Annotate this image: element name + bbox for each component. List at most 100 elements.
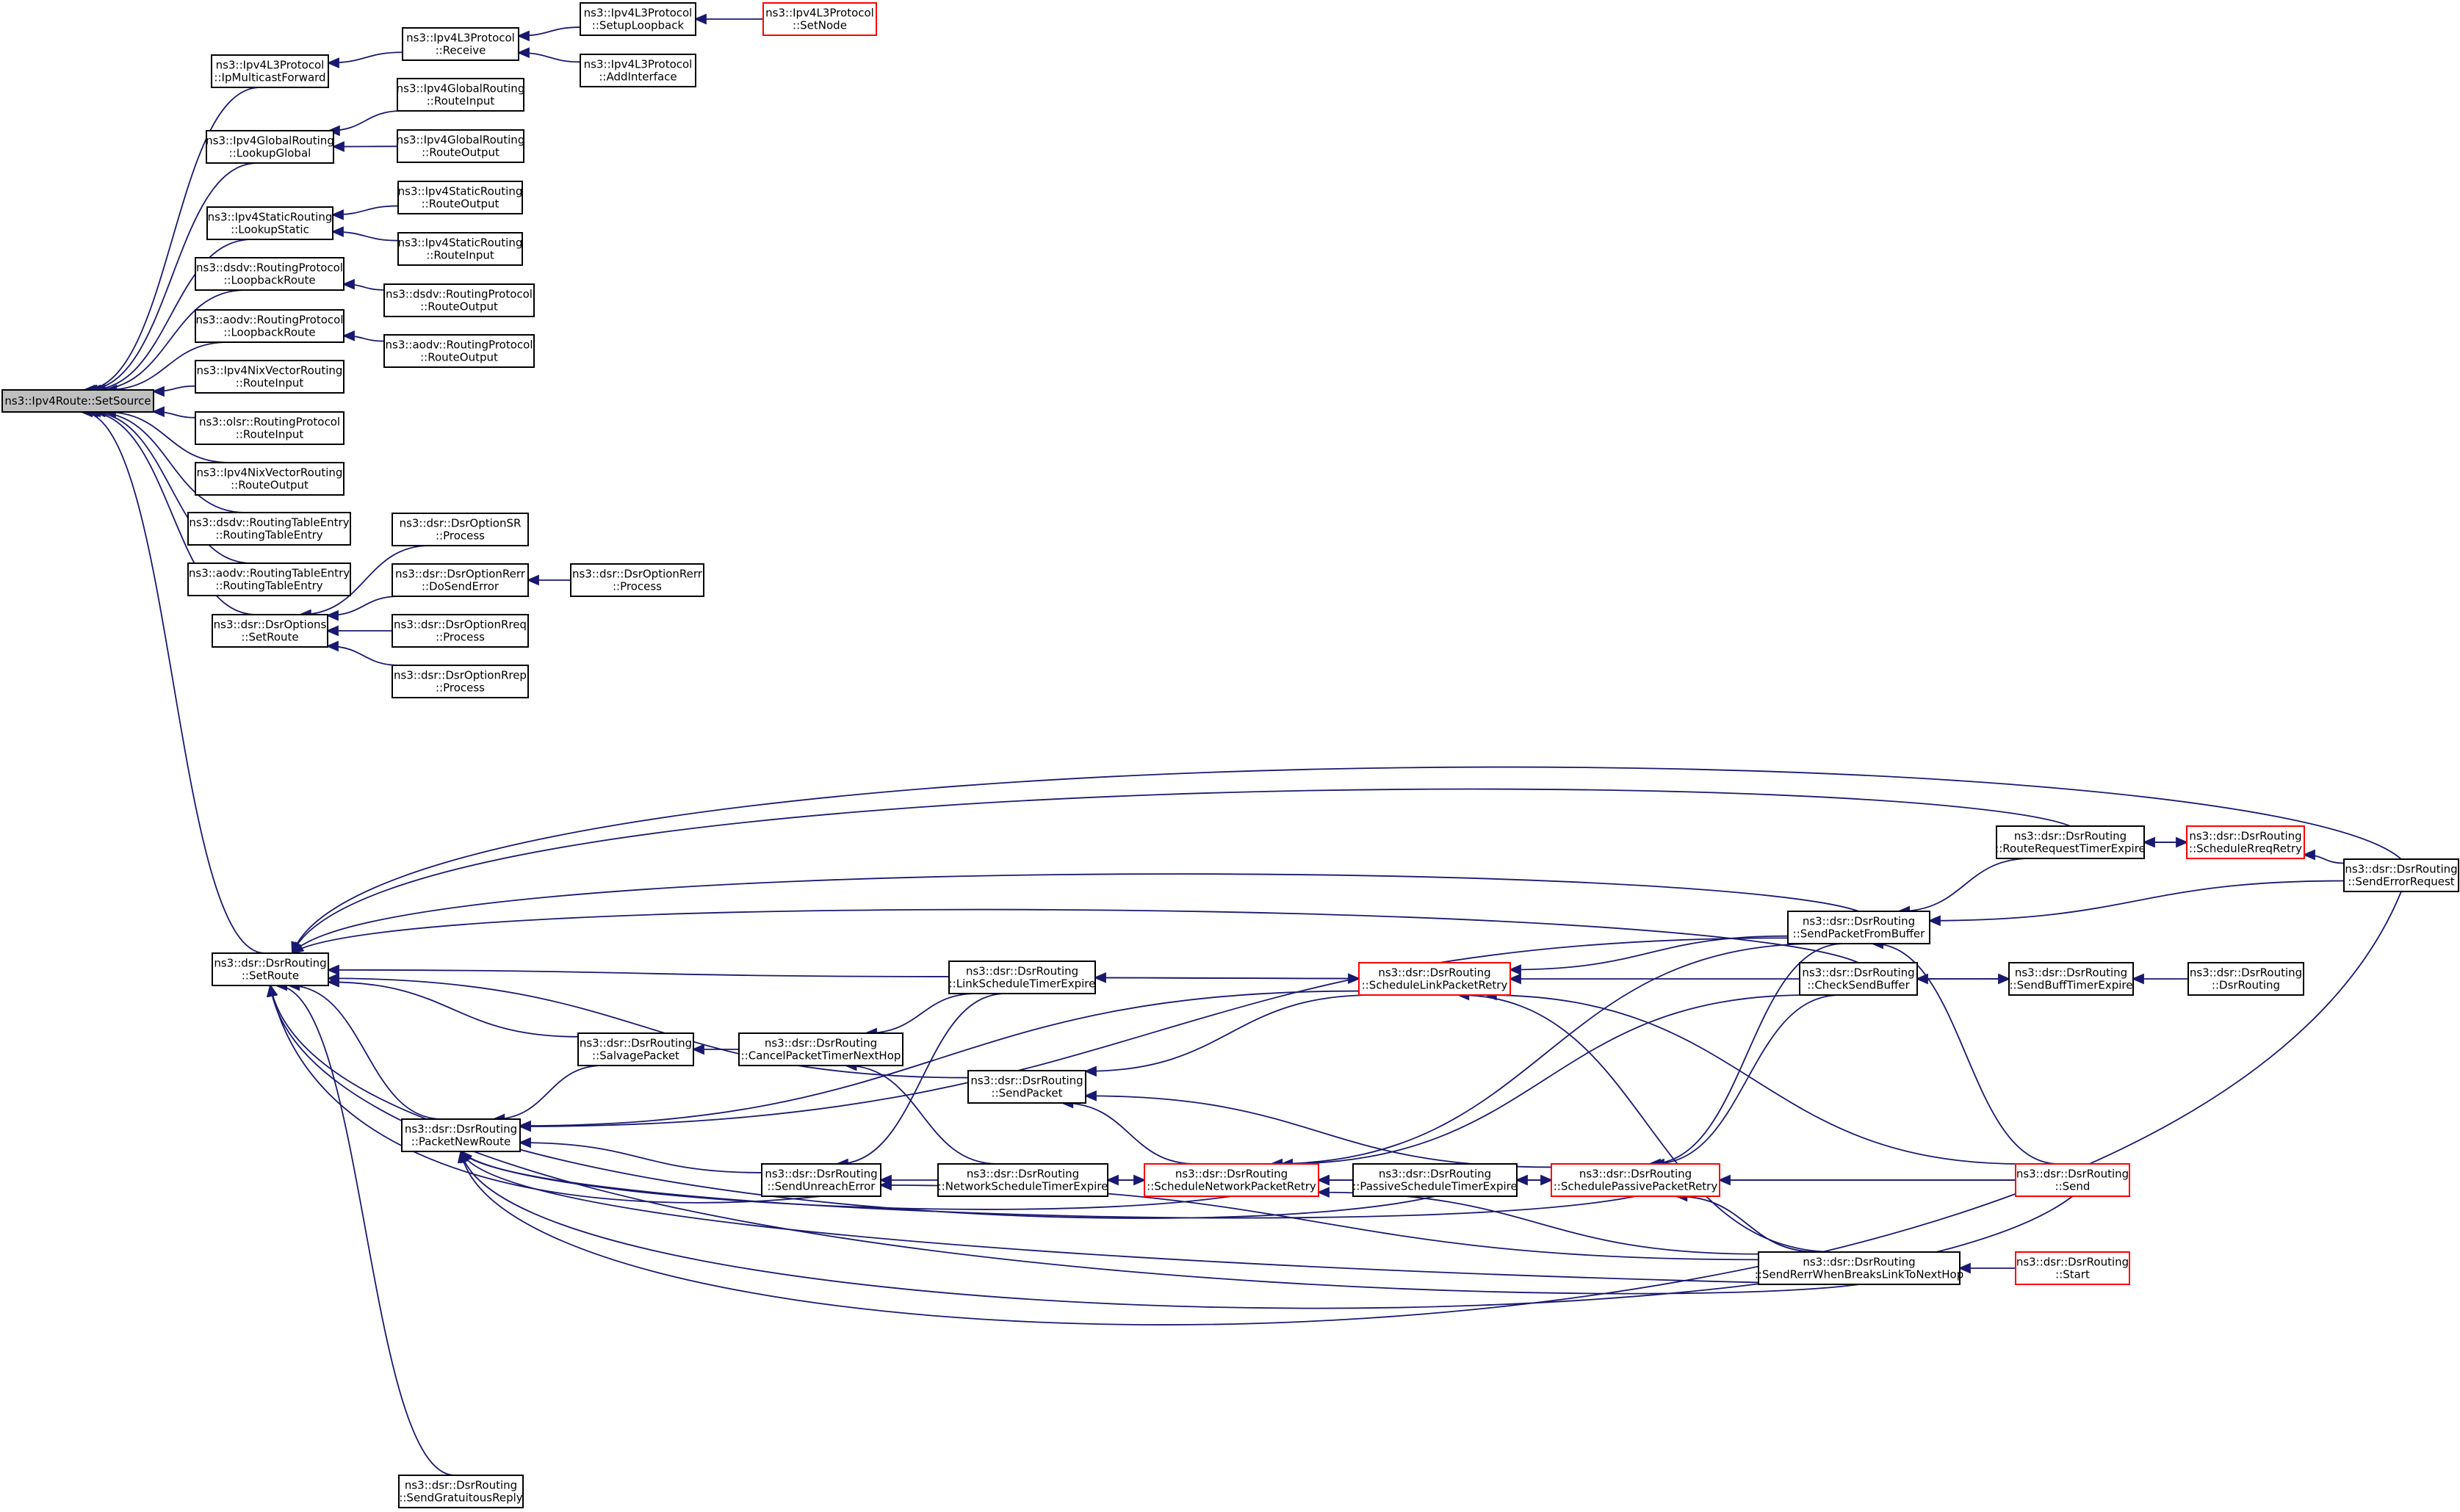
arrowhead-icon	[2131, 973, 2144, 985]
node-label-line: ns3::dsr::DsrRouting	[1379, 1168, 1491, 1181]
node-CancelPacketTimerNextHop[interactable]: ns3::dsr::DsrRouting::CancelPacketTimerN…	[738, 1032, 903, 1066]
node-box	[392, 614, 529, 648]
node-GlobalRouteOutput[interactable]: ns3::Ipv4GlobalRouting::RouteOutput	[397, 129, 525, 163]
node-OptRreqProcess[interactable]: ns3::dsr::DsrOptionRreq::Process	[392, 614, 529, 648]
node-label-line: ::PacketNewRoute	[411, 1135, 511, 1149]
node-label-line: ns3::Ipv4L3Protocol	[216, 59, 325, 72]
node-PassiveScheduleTimerExpire[interactable]: ns3::dsr::DsrRouting::PassiveScheduleTim…	[1352, 1163, 1518, 1197]
edge-Send-to-SchedulePassivePacketRetry	[1717, 1174, 2016, 1186]
node-NixRouteInput[interactable]: ns3::Ipv4NixVectorRouting::RouteInput	[195, 360, 345, 394]
node-AddInterface[interactable]: ns3::Ipv4L3Protocol::AddInterface	[580, 54, 696, 87]
node-SendPacketFromBuffer[interactable]: ns3::dsr::DsrRouting::SendPacketFromBuff…	[1787, 911, 1930, 944]
node-StaticRouteOutput[interactable]: ns3::Ipv4StaticRouting::RouteOutput	[397, 181, 523, 214]
node-OptSRProcess[interactable]: ns3::dsr::DsrOptionSR::Process	[392, 513, 529, 546]
node-DsrOptionsSetRoute[interactable]: ns3::dsr::DsrOptions::SetRoute	[212, 614, 328, 648]
node-OlsrRouteInput[interactable]: ns3::olsr::RoutingProtocol::RouteInput	[195, 411, 345, 445]
node-label-line: ns3::dsr::DsrRouting	[2016, 1168, 2129, 1181]
edge-line	[1872, 943, 2059, 1165]
node-OptRerrProcess[interactable]: ns3::dsr::DsrOptionRerr::Process	[570, 563, 704, 597]
node-DsdvRouteOutput[interactable]: ns3::dsdv::RoutingProtocol::RouteOutput	[383, 283, 535, 317]
node-SendUnreachError[interactable]: ns3::dsr::DsrRouting::SendUnreachError	[761, 1163, 881, 1197]
edge-line	[1458, 994, 1836, 1253]
node-ScheduleLinkPacketRetry[interactable]: ns3::dsr::DsrRouting::ScheduleLinkPacket…	[1358, 962, 1511, 996]
node-label-line: ns3::dsr::DsrRouting	[1175, 1168, 1288, 1181]
node-SendGratuitousReply[interactable]: ns3::dsr::DsrRouting::SendGratuitousRepl…	[398, 1475, 524, 1508]
node-L3Receive[interactable]: ns3::Ipv4L3Protocol::Receive	[402, 27, 519, 61]
node-CheckSendBuffer[interactable]: ns3::dsr::DsrRouting::CheckSendBuffer	[1799, 962, 1918, 996]
node-ScheduleNetworkPacketRetry[interactable]: ns3::dsr::DsrRouting::ScheduleNetworkPac…	[1144, 1163, 1319, 1197]
node-SchedulePassivePacketRetry[interactable]: ns3::dsr::DsrRouting::SchedulePassivePac…	[1551, 1163, 1720, 1197]
node-label-line: ::SchedulePassivePacketRetry	[1554, 1180, 1718, 1193]
node-SendErrorRequest[interactable]: ns3::dsr::DsrRouting::SendErrorRequest	[2343, 858, 2459, 892]
node-label-line: ns3::Ipv4L3Protocol	[584, 7, 693, 20]
node-LinkScheduleTimerExpire[interactable]: ns3::dsr::DsrRouting::LinkScheduleTimerE…	[948, 961, 1096, 994]
node-label-line: ns3::Ipv4GlobalRouting	[397, 82, 525, 95]
node-LookupGlobal[interactable]: ns3::Ipv4GlobalRouting::LookupGlobal	[206, 130, 334, 164]
node-box	[187, 563, 351, 596]
arrowhead-icon	[342, 278, 355, 290]
edge-SendUnreachError-to-RoutingSetRoute	[267, 983, 822, 1204]
edge-CheckSendBuffer-to-ScheduleNetworkPacketRetry	[1280, 994, 1808, 1170]
node-box	[397, 129, 524, 163]
edge-line	[1649, 943, 1845, 1165]
node-box	[2187, 962, 2304, 996]
node-AodvLoopback[interactable]: ns3::aodv::RoutingProtocol::LoopbackRout…	[195, 309, 345, 343]
node-box	[195, 411, 345, 445]
edge-StaticRouteOutput-to-LookupStatic	[331, 205, 399, 220]
node-AodvRouteOutput[interactable]: ns3::aodv::RoutingProtocol::RouteOutput	[383, 334, 535, 368]
edge-line	[1094, 977, 1360, 980]
node-PacketNewRoute[interactable]: ns3::dsr::DsrRouting::PacketNewRoute	[401, 1118, 521, 1152]
node-label-line: ::RouteInput	[426, 249, 494, 262]
arrowhead-icon	[691, 1043, 704, 1055]
node-SalvagePacket[interactable]: ns3::dsr::DsrRouting::SalvagePacket	[577, 1032, 694, 1066]
node-SendPacket[interactable]: ns3::dsr::DsrRouting::SendPacket	[967, 1070, 1086, 1104]
edge-RouteRequestTimerExpire-to-ScheduleRreqRetry	[2144, 836, 2189, 848]
node-box	[397, 181, 523, 214]
node-GlobalRouteInput[interactable]: ns3::Ipv4GlobalRouting::RouteInput	[397, 78, 525, 112]
node-SetupLoopback[interactable]: ns3::Ipv4L3Protocol::SetupLoopback	[580, 2, 696, 36]
node-SendRerrWhenBreaksLinkToNextHop[interactable]: ns3::dsr::DsrRouting::SendRerrWhenBreaks…	[1755, 1251, 1964, 1285]
edge-ScheduleNetworkPacketRetry-to-SendPacket	[1060, 1097, 1197, 1165]
node-SendBuffTimerExpire[interactable]: ns3::dsr::DsrRouting::SendBuffTimerExpir…	[2008, 962, 2134, 996]
node-OptRrepProcess[interactable]: ns3::dsr::DsrOptionRrep::Process	[392, 665, 529, 698]
arrowhead-icon	[326, 964, 339, 976]
node-LookupStatic[interactable]: ns3::Ipv4StaticRouting::LookupStatic	[206, 206, 333, 240]
node-label-line: ::ScheduleRreqRetry	[2189, 842, 2302, 856]
node-IpMulticastForward[interactable]: ns3::Ipv4L3Protocol::IpMulticastForward	[211, 54, 329, 88]
node-StaticRouteInput[interactable]: ns3::Ipv4StaticRouting::RouteInput	[397, 232, 523, 266]
node-DsrRoutingCtor[interactable]: ns3::dsr::DsrRouting::DsrRouting	[2187, 962, 2304, 996]
edge-LinkScheduleTimerExpire-to-ScheduleLinkPacketRetry	[1094, 973, 1361, 984]
node-box	[392, 665, 529, 698]
node-DsdvLoopback[interactable]: ns3::dsdv::RoutingProtocol::LoopbackRout…	[195, 257, 345, 291]
node-OptRerrDoSendError[interactable]: ns3::dsr::DsrOptionRerr::DoSendError	[392, 563, 529, 597]
node-label-line: ns3::Ipv4GlobalRouting	[397, 134, 525, 147]
arrowhead-icon	[1508, 964, 1521, 975]
edge-SalvagePacket-to-RoutingSetRoute	[326, 976, 579, 1038]
edge-line	[845, 1065, 998, 1165]
node-box	[1358, 962, 1511, 996]
node-box	[1787, 911, 1930, 944]
edge-SendRerrWhenBreaksLinkToNextHop-to-SchedulePassivePacketRetry	[1675, 1190, 1819, 1253]
node-box	[570, 563, 704, 597]
node-label-line: ::SendRerrWhenBreaksLinkToNextHop	[1755, 1268, 1964, 1281]
node-label-line: ::RouteOutput	[231, 479, 309, 492]
node-AodvTableEntry[interactable]: ns3::aodv::RoutingTableEntry::RoutingTab…	[187, 563, 351, 596]
node-box	[1352, 1163, 1518, 1197]
node-label-line: ns3::dsdv::RoutingProtocol	[196, 261, 343, 275]
node-DsdvTableEntry[interactable]: ns3::dsdv::RoutingTableEntry::RoutingTab…	[187, 512, 351, 546]
node-Send[interactable]: ns3::dsr::DsrRouting::Send	[2015, 1163, 2130, 1197]
edge-ScheduleLinkPacketRetry-to-SendPacket	[1083, 994, 1374, 1077]
node-NetworkScheduleTimerExpire[interactable]: ns3::dsr::DsrRouting::NetworkScheduleTim…	[937, 1163, 1108, 1197]
node-RoutingSetRoute[interactable]: ns3::dsr::DsrRouting::SetRoute	[212, 952, 329, 986]
edge-line	[86, 162, 258, 391]
node-SetNode[interactable]: ns3::Ipv4L3Protocol::SetNode	[762, 2, 877, 36]
node-box	[187, 512, 351, 546]
node-box	[383, 283, 535, 317]
node-NixRouteOutput[interactable]: ns3::Ipv4NixVectorRouting::RouteOutput	[195, 462, 345, 496]
node-SetSource[interactable]: ns3::Ipv4Route::SetSource	[1, 389, 154, 413]
node-Start[interactable]: ns3::dsr::DsrRouting::Start	[2015, 1251, 2130, 1285]
edge-NixRouteInput-to-SetSource	[151, 385, 196, 397]
node-RouteRequestTimerExpire[interactable]: ns3::dsr::DsrRouting::RouteRequestTimerE…	[1995, 825, 2146, 859]
node-ScheduleRreqRetry[interactable]: ns3::dsr::DsrRouting::ScheduleRreqRetry	[2186, 825, 2305, 859]
edge-line	[866, 993, 977, 1034]
